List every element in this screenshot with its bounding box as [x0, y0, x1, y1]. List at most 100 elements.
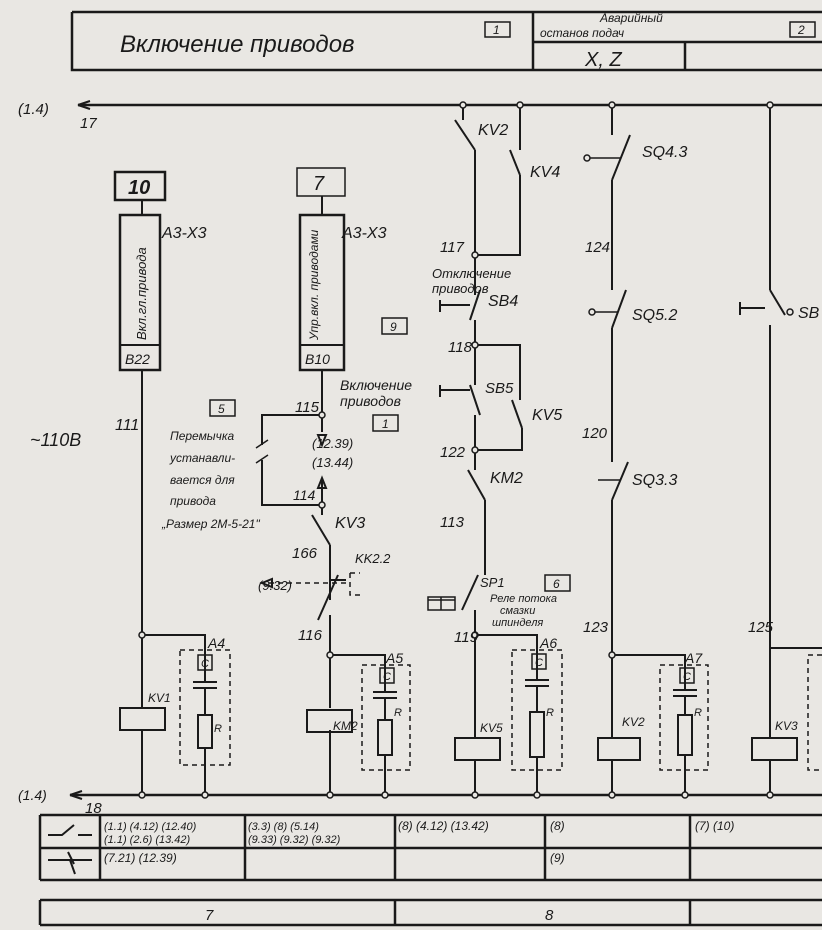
rc-label: A5 [385, 650, 403, 666]
jumper-note: привода [170, 494, 216, 508]
kk-ref: (9.32) [258, 578, 292, 593]
coil-kv3 [751, 737, 798, 761]
section-line1: Аварийный [599, 11, 663, 25]
c-label: C [535, 657, 543, 669]
coil-label: KV1 [148, 691, 171, 705]
contact-table: (1.1) (4.12) (12.40)(1.1) (2.6) (13.42) … [38, 813, 822, 882]
circuit-km2: 7 Упр.вкл. приводами В10 А3-Х3 115 5 Пер… [161, 167, 412, 799]
pin-label: В10 [305, 351, 330, 367]
nc-cell: (9) [550, 851, 565, 865]
switch-sq43-label: SQ4.3 [642, 144, 687, 161]
button-sb5-label: SB5 [485, 380, 514, 397]
bottom-bus: (1.4) 18 [18, 787, 822, 817]
relay-sp1-label: SP1 [480, 575, 505, 590]
coil-kv5 [454, 737, 501, 761]
block-label: Упр.вкл. приводами [307, 229, 321, 341]
wire-116: 116 [298, 627, 323, 644]
top-bus-ref: (1.4) [18, 101, 49, 118]
wire-119: 119 [454, 629, 479, 646]
label-off: приводов [432, 281, 489, 296]
zone-7: 7 [205, 907, 214, 924]
sp1-ref: 6 [553, 577, 560, 591]
r-label: R [546, 707, 554, 719]
connector-label: А3-Х3 [341, 225, 387, 242]
wire-113: 113 [440, 514, 465, 531]
rc-label: A6 [539, 635, 557, 651]
label-off: Отключение [432, 266, 511, 281]
r-label: R [694, 707, 702, 719]
jumper-note: вается для [170, 473, 235, 487]
button-sb-label: SB [798, 305, 820, 322]
sp1-desc: Реле потока [490, 593, 557, 605]
contact-kk-label: KK2.2 [355, 551, 391, 566]
switch-sq33-label: SQ3.3 [632, 472, 677, 489]
zone-strip: 7 8 [38, 898, 822, 927]
ref-2: 2 [797, 23, 805, 37]
r-label: R [394, 707, 402, 719]
terminal-box-10: 10 [128, 177, 150, 199]
pin-label: В22 [125, 351, 150, 367]
note-ref: 5 [218, 402, 225, 416]
coil-km2 [306, 709, 353, 733]
circuit-kv3: SB 125 KV3 [739, 101, 822, 799]
c-label: C [683, 671, 691, 683]
wire-125: 125 [748, 619, 774, 636]
c-label: C [201, 658, 209, 670]
label-on: приводов [340, 393, 401, 409]
terminal-box-7: 7 [313, 173, 325, 195]
contact-kv5-label: KV5 [532, 407, 562, 424]
button-sb4-label: SB4 [488, 293, 518, 310]
title-block: Включение приводов 1 Аварийный останов п… [70, 10, 822, 72]
contact-kv4-label: KV4 [530, 164, 560, 181]
cross-ref: (13.44) [312, 455, 353, 470]
off-ref: 9 [390, 320, 397, 334]
coil-label: KV3 [775, 719, 798, 733]
coil-label: KM2 [333, 719, 358, 733]
coil-kv1 [119, 707, 166, 731]
wire-118: 118 [448, 339, 473, 356]
no-contact-symbol [48, 824, 92, 836]
sp1-desc: смазки [500, 605, 535, 617]
wire-117: 117 [440, 239, 465, 256]
axes-label: X, Z [584, 49, 622, 71]
no-cell: (8) [550, 819, 565, 833]
circuit-kv5: KV2 KV4 117 Отключение приводов 9 SB4 11… [381, 101, 571, 799]
switch-sq52-label: SQ5.2 [632, 307, 677, 324]
c-label: C [383, 671, 391, 683]
wire-120: 120 [582, 425, 608, 442]
circuit-kv2: SQ4.3 124 SQ5.2 120 SQ3.3 123 KV2 A7 C R [582, 101, 709, 799]
cross-ref: (12.39) [312, 436, 353, 451]
nc-contact-symbol [48, 851, 92, 875]
nc-cell: (7.21) (12.39) [104, 851, 177, 865]
block-label: Вкл.гл.привода [134, 247, 149, 340]
title: Включение приводов [120, 31, 355, 58]
wire-115: 115 [295, 399, 320, 416]
no-cell: (1.1) (4.12) (12.40)(1.1) (2.6) (13.42) [104, 821, 197, 846]
contact-kv2-label: KV2 [478, 122, 508, 139]
top-bus: (1.4) 17 [18, 100, 822, 132]
no-cell: (7) (10) [695, 819, 734, 833]
wire-114: 114 [293, 487, 316, 503]
jumper-note: „Размер 2М-5-21" [161, 517, 260, 531]
wire-124: 124 [585, 239, 610, 256]
contact-km2-label: KM2 [490, 470, 523, 487]
section-line2: останов подач [540, 26, 624, 40]
jumper-note: Перемычка [170, 429, 235, 443]
label-on: Включение [340, 377, 412, 393]
r-label: R [214, 723, 222, 735]
bottom-bus-ref: (1.4) [18, 787, 47, 803]
jumper-note: устанавли- [169, 451, 235, 465]
contact-kv3-label: KV3 [335, 515, 365, 532]
top-wire-number: 17 [80, 115, 97, 132]
rc-label: A7 [684, 650, 703, 666]
wire-number: 111 [115, 417, 139, 434]
bottom-wire-number: 18 [85, 800, 102, 817]
coil-label: KV2 [622, 715, 645, 729]
wire-122: 122 [440, 444, 466, 461]
no-cell: (3.3) (8) (5.14)(9.33) (9.32) (9.32) [248, 821, 341, 846]
zone-8: 8 [545, 907, 554, 924]
connector-label: А3-Х3 [161, 225, 207, 242]
voltage-label: ~110В [30, 430, 81, 450]
label-on-ref: 1 [382, 417, 389, 431]
